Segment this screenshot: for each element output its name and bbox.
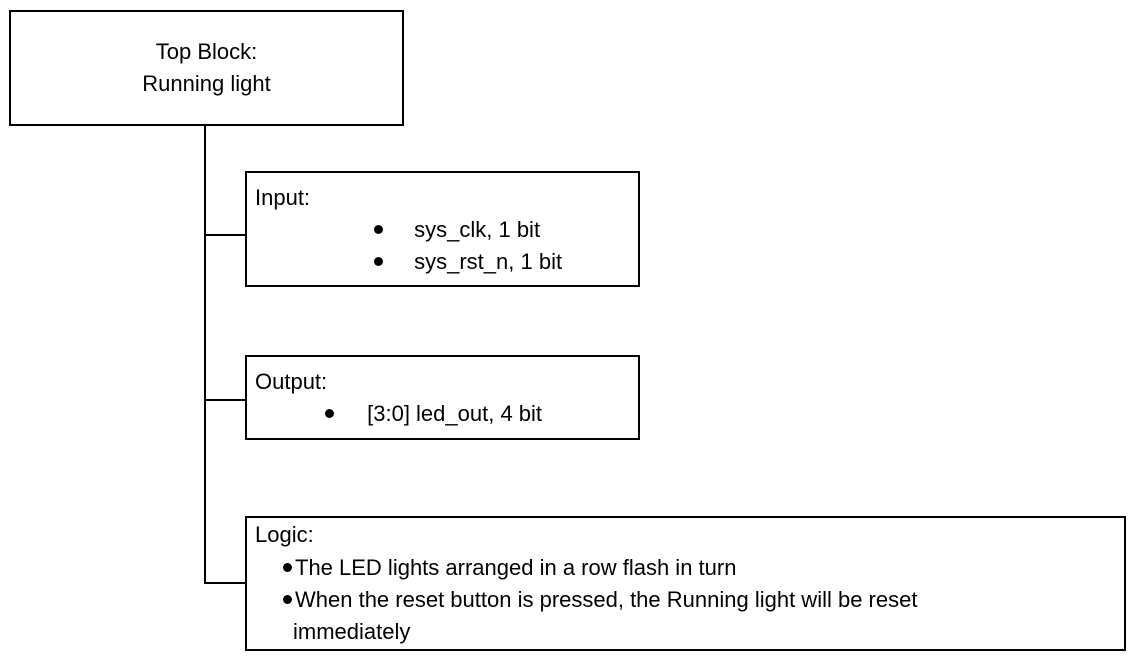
logic-block: Logic: The LED lights arranged in a row … (245, 516, 1126, 651)
logic-branch-connector (204, 582, 246, 584)
logic-item-text: When the reset button is pressed, the Ru… (295, 587, 918, 612)
output-block: Output: [3:0] led_out, 4 bit (245, 355, 640, 440)
bullet-icon (325, 408, 334, 418)
output-item: [3:0] led_out, 4 bit (325, 400, 542, 428)
logic-item-continuation: immediately (293, 619, 411, 644)
trunk-connector (204, 126, 206, 584)
input-item: sys_clk, 1 bit (374, 216, 540, 244)
top-block: Top Block: Running light (9, 10, 404, 126)
input-item-text: sys_clk, 1 bit (414, 217, 541, 242)
bullet-icon (374, 224, 383, 234)
logic-item: The LED lights arranged in a row flash i… (283, 552, 736, 584)
logic-item: When the reset button is pressed, the Ru… (283, 584, 917, 616)
output-heading: Output: (255, 369, 328, 394)
input-block: Input: sys_clk, 1 bit sys_rst_n, 1 bit (245, 171, 640, 287)
bullet-icon (374, 256, 383, 266)
top-block-name: Running light (142, 71, 271, 96)
input-item-text: sys_rst_n, 1 bit (414, 249, 563, 274)
top-block-title: Top Block: (155, 39, 258, 64)
bullet-icon (283, 562, 292, 572)
logic-item-text: The LED lights arranged in a row flash i… (295, 555, 737, 580)
input-branch-connector (204, 234, 246, 236)
logic-heading: Logic: (255, 522, 314, 547)
output-branch-connector (204, 399, 246, 401)
bullet-icon (283, 594, 292, 604)
input-item: sys_rst_n, 1 bit (374, 248, 562, 276)
input-heading: Input: (255, 185, 311, 210)
output-item-text: [3:0] led_out, 4 bit (367, 401, 543, 426)
